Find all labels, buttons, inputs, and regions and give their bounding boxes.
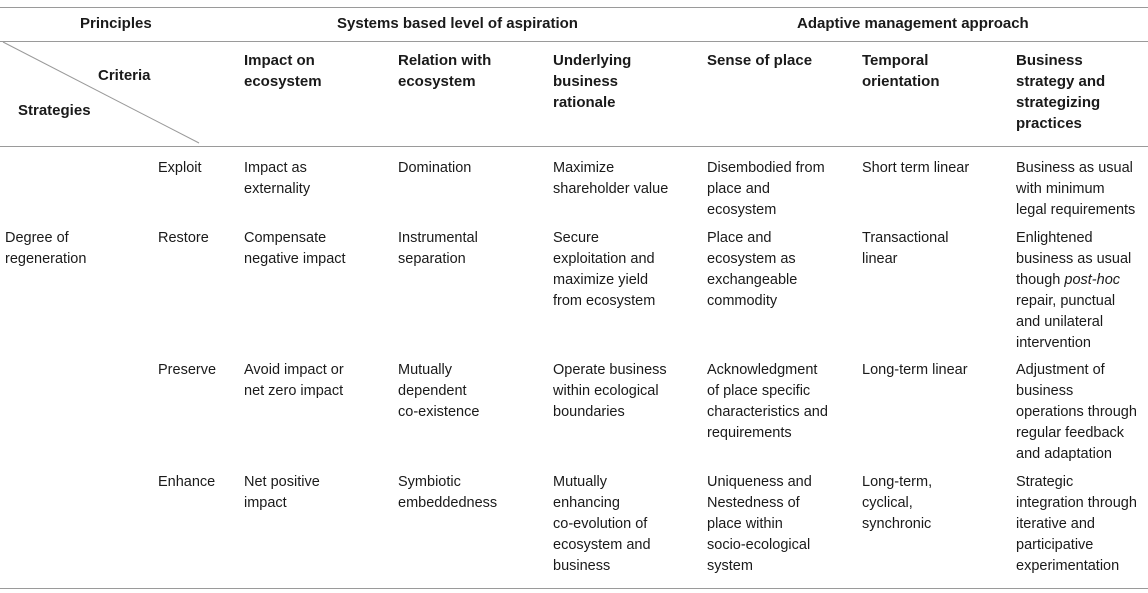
criteria-label: Criteria [98,67,151,84]
top-rule [0,7,1148,8]
column-header-sense-of-place: Sense of place [707,52,813,69]
table-cell: Long-term,cyclical,synchronic [862,474,933,532]
header-group-rule [0,41,1148,42]
strategy-label-restore: Restore [158,230,209,246]
strategy-label-enhance: Enhance [158,474,216,490]
strategy-label-preserve: Preserve [158,362,217,378]
strategies-label: Strategies [18,102,91,119]
systems-group-header: Systems based level of aspiration [337,15,578,32]
table-cell: Domination [398,160,472,176]
bottom-rule [0,588,1148,589]
adaptive-group-header: Adaptive management approach [797,15,1029,32]
table-cell: Short term linear [862,160,970,176]
header-bottom-rule [0,146,1148,147]
strategy-label-exploit: Exploit [158,160,202,176]
principles-header: Principles [80,15,152,32]
table-cell: Long-term linear [862,362,968,378]
